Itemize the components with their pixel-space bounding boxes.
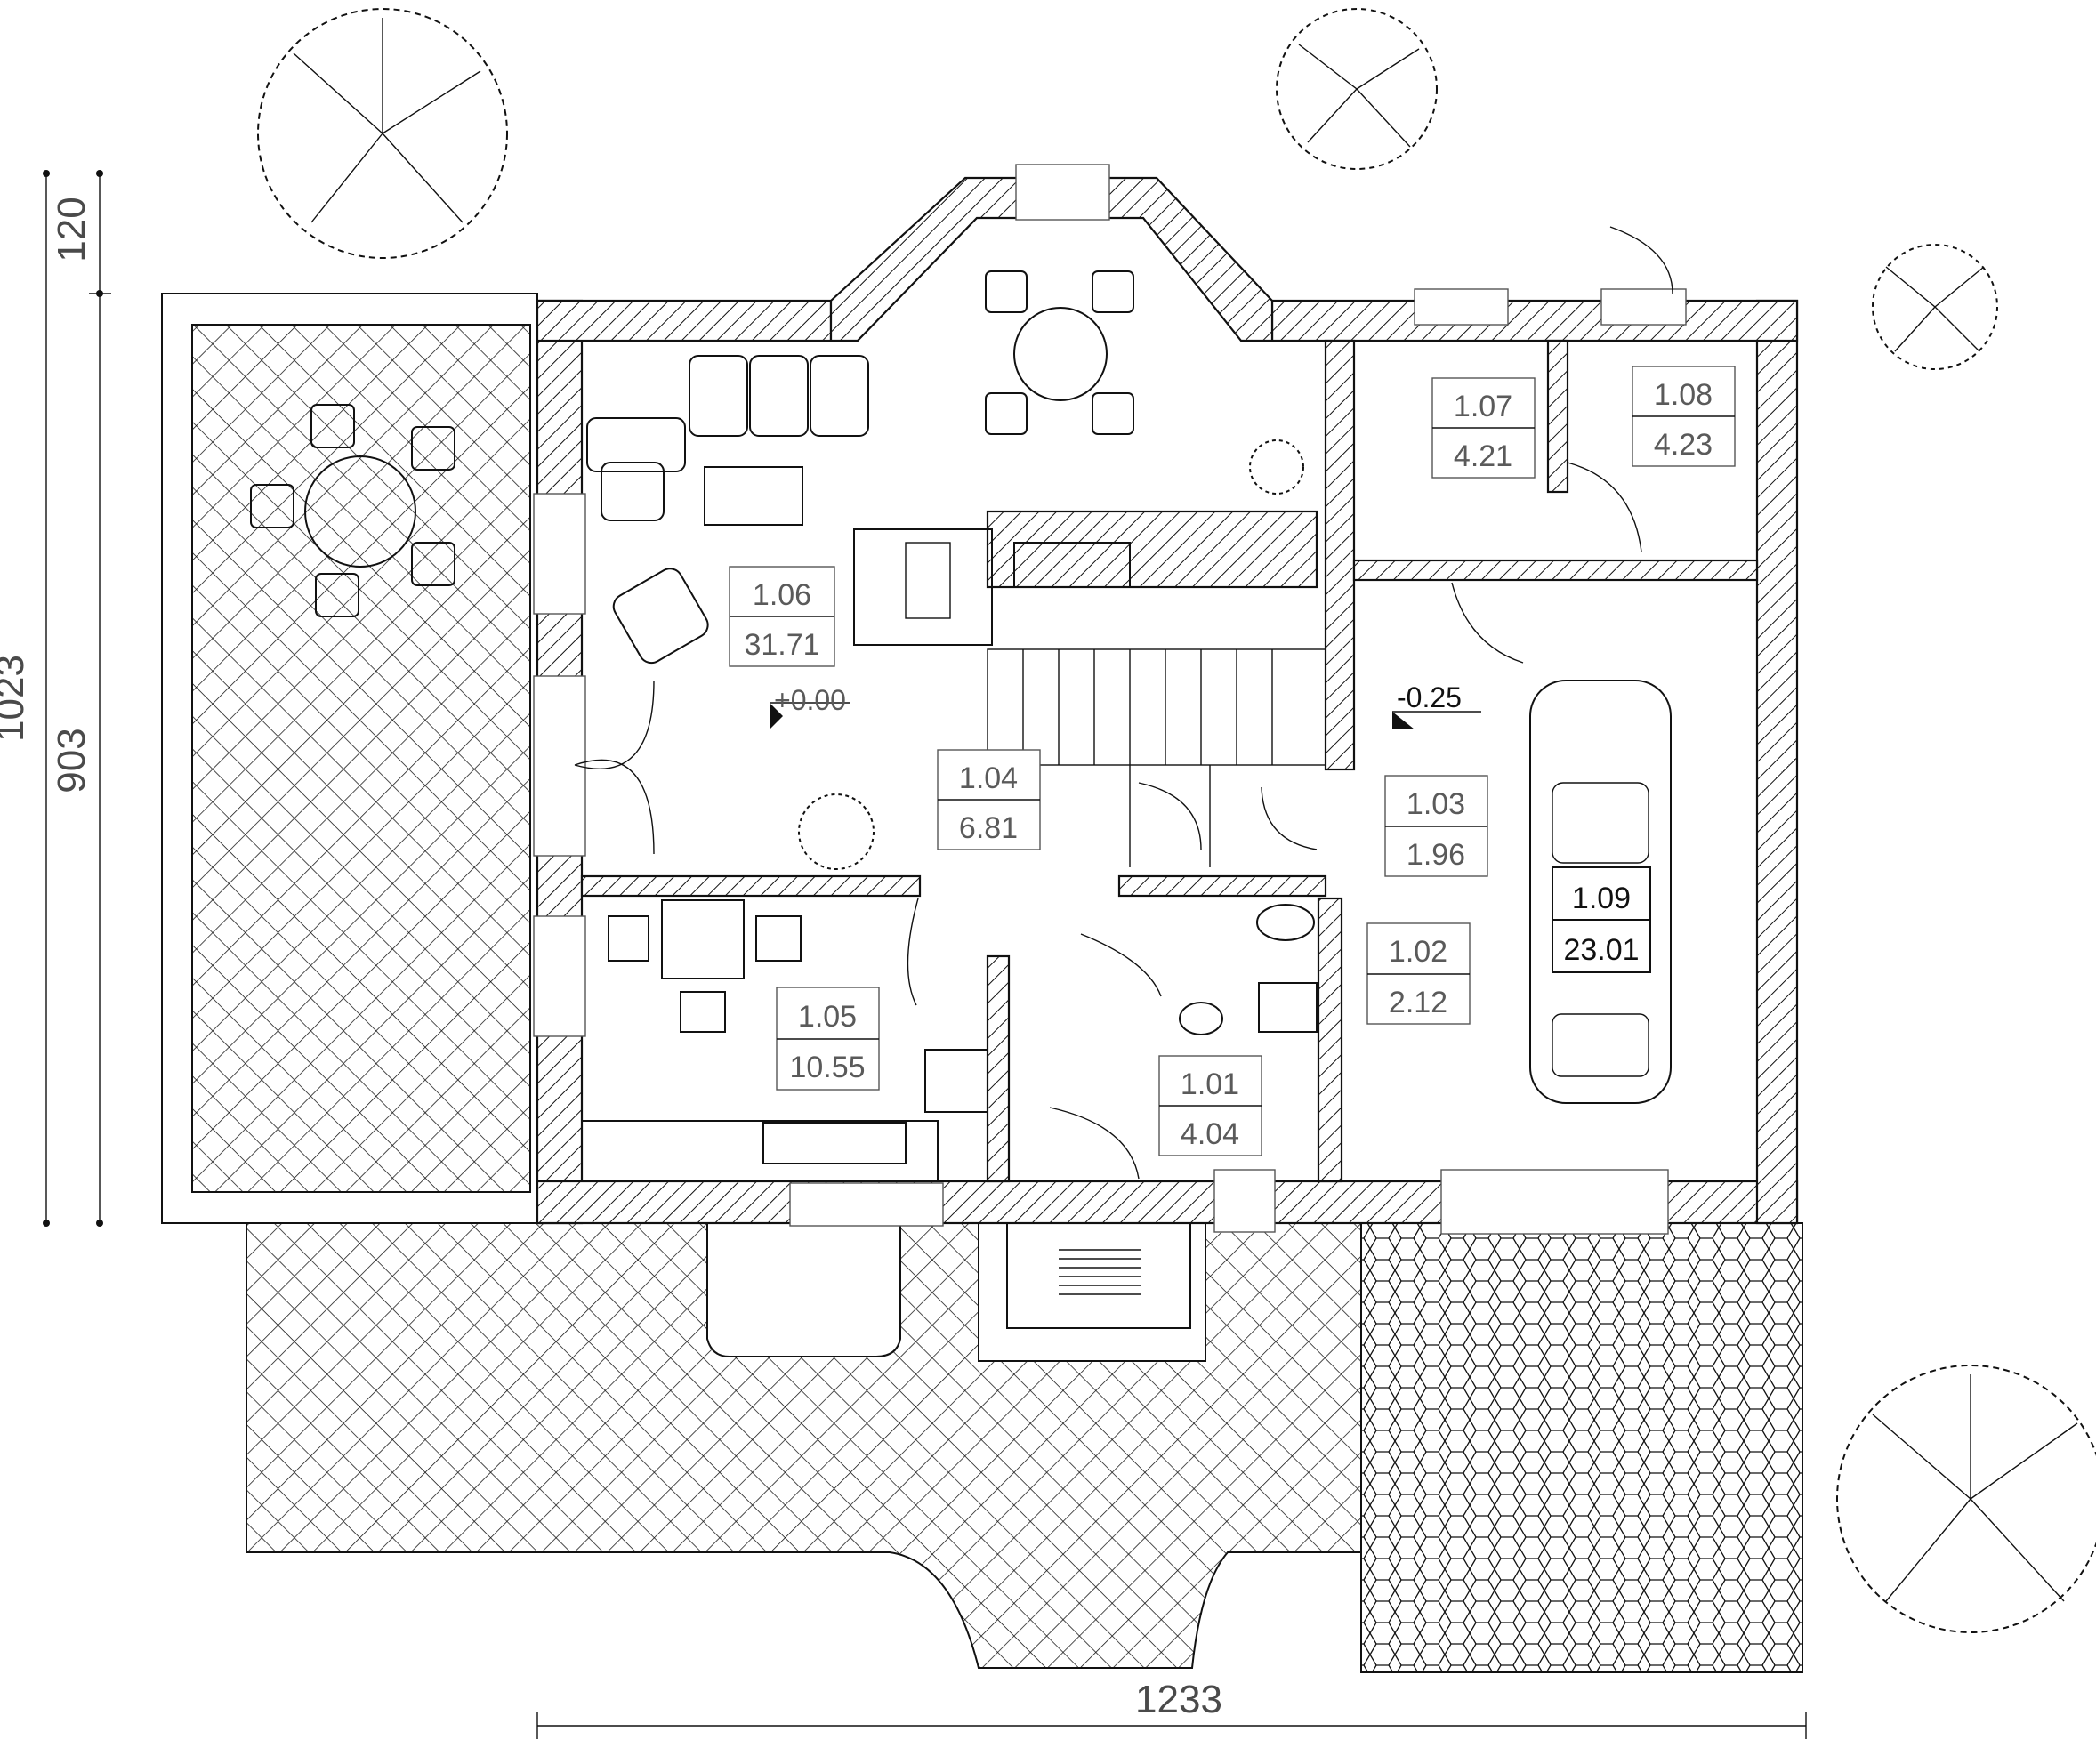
sofa bbox=[586, 355, 869, 521]
room-number: 1.03 bbox=[1407, 787, 1465, 821]
level-label: -0.25 bbox=[1397, 681, 1462, 713]
tree-icon bbox=[1836, 1365, 2096, 1633]
windows bbox=[533, 164, 1687, 1235]
room-label-1-05: 1.05 10.55 bbox=[776, 987, 880, 1091]
room-label-1-04: 1.04 6.81 bbox=[937, 749, 1041, 850]
top-offset: 120 bbox=[50, 197, 93, 262]
room-number: 1.02 bbox=[1389, 935, 1447, 969]
room-number: 1.04 bbox=[959, 761, 1018, 795]
room-number: 1.05 bbox=[798, 1000, 857, 1034]
level-marker-main: +0.00 bbox=[770, 684, 850, 729]
plant-icon bbox=[798, 793, 875, 870]
room-area: 4.21 bbox=[1454, 439, 1512, 473]
room-number: 1.07 bbox=[1454, 390, 1512, 423]
plant-icon bbox=[1249, 439, 1304, 495]
room-area: 1.96 bbox=[1407, 838, 1465, 872]
tv-cabinet bbox=[1013, 542, 1131, 588]
room-area: 31.71 bbox=[744, 628, 819, 662]
room-area: 10.55 bbox=[789, 1051, 865, 1084]
tree-icon bbox=[1276, 8, 1438, 170]
car bbox=[1529, 680, 1672, 1104]
door-swings bbox=[574, 226, 1673, 1180]
room-label-1-06: 1.06 31.71 bbox=[729, 566, 835, 667]
room-label-1-07: 1.07 4.21 bbox=[1431, 377, 1536, 479]
left-terrace bbox=[161, 293, 538, 1224]
wall-height: 903 bbox=[50, 728, 93, 793]
room-number: 1.01 bbox=[1181, 1067, 1239, 1101]
room-number: 1.08 bbox=[1654, 378, 1713, 412]
level-marker-garage: -0.25 bbox=[1392, 681, 1481, 729]
room-label-1-01: 1.01 4.04 bbox=[1158, 1055, 1262, 1156]
terrace-table bbox=[250, 404, 455, 617]
front-step-grate bbox=[1059, 1249, 1141, 1295]
room-area: 6.81 bbox=[959, 811, 1018, 845]
fireplace bbox=[853, 528, 993, 646]
room-area: 2.12 bbox=[1389, 986, 1447, 1019]
bathroom-fixtures bbox=[1179, 904, 1318, 1035]
driveway-pavers bbox=[1360, 1222, 1803, 1673]
tree-icon bbox=[257, 8, 508, 259]
room-label-1-03: 1.03 1.96 bbox=[1384, 775, 1488, 877]
room-number: 1.09 bbox=[1572, 882, 1631, 915]
dining-table bbox=[985, 270, 1134, 435]
total-width: 1233 bbox=[1135, 1678, 1222, 1721]
tree-icon bbox=[1872, 244, 1998, 370]
dimension-horizontal: 1233 bbox=[536, 1678, 1807, 1739]
dimension-vertical: 1023 903 120 bbox=[0, 170, 111, 1227]
interior-walls bbox=[580, 339, 1759, 1183]
coffee-table bbox=[704, 466, 803, 526]
room-label-1-02: 1.02 2.12 bbox=[1366, 922, 1471, 1025]
room-label-1-09: 1.09 23.01 bbox=[1552, 866, 1651, 973]
room-number: 1.06 bbox=[753, 578, 811, 612]
armchair bbox=[612, 568, 709, 665]
total-height: 1023 bbox=[0, 655, 32, 742]
level-label: +0.00 bbox=[774, 684, 846, 716]
room-area: 23.01 bbox=[1563, 933, 1639, 967]
room-area: 4.04 bbox=[1181, 1117, 1239, 1151]
room-area: 4.23 bbox=[1654, 428, 1713, 462]
front-terrace bbox=[246, 1222, 1362, 1669]
room-label-1-08: 1.08 4.23 bbox=[1632, 366, 1736, 467]
kitchen-furniture bbox=[581, 899, 988, 1182]
staircase bbox=[987, 648, 1326, 867]
